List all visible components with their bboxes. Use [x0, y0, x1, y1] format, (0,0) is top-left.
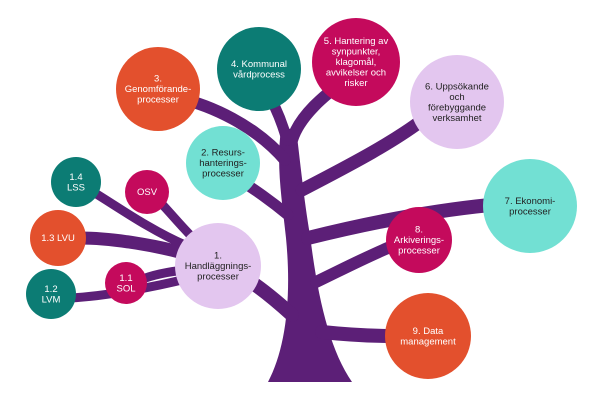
process-node-label: 3.Genomförande-processer — [125, 73, 192, 105]
process-node-label-line: processer — [398, 245, 440, 256]
process-node-circle — [385, 293, 471, 379]
process-node-label-line: risker — [344, 78, 367, 89]
branch-to-n9 — [315, 325, 402, 343]
process-node-label-line: 1.3 LVU — [41, 233, 75, 244]
process-node-label: 1.3 LVU — [41, 233, 75, 244]
process-node-label: OSV — [137, 187, 158, 198]
branch-to-n8 — [310, 239, 401, 288]
process-node-circle — [217, 27, 301, 111]
process-node-label-line: OSV — [137, 187, 158, 198]
process-node-circle — [386, 207, 452, 273]
process-node-label-line: hanterings- — [199, 158, 247, 169]
process-node-circle — [312, 18, 400, 106]
process-node-label-line: Arkiverings- — [394, 235, 444, 246]
process-node-label-line: processer — [509, 206, 551, 217]
process-node-label-line: management — [400, 336, 456, 347]
branch-to-n6 — [295, 111, 432, 197]
process-node-label-line: 5. Hantering av — [324, 36, 389, 47]
process-node-label: 1.Handläggnings-processer — [185, 250, 252, 282]
process-node-label-line: 7. Ekonomi- — [505, 195, 556, 206]
process-node-label-line: 2. Resurs- — [201, 147, 245, 158]
process-node-label-line: Genomförande- — [125, 84, 192, 95]
process-node-label-line: avvikelser och — [326, 67, 386, 78]
process-node-label-line: LVM — [42, 294, 61, 305]
process-node-label-line: processer — [202, 168, 244, 179]
process-node-n3[interactable]: 3.Genomförande-processer — [116, 47, 200, 131]
process-node-label-line: 8. — [415, 224, 423, 235]
process-node-label-line: 6. Uppsökande — [425, 81, 489, 92]
process-node-label-line: 4. Kommunal — [231, 58, 287, 69]
process-node-label: 8.Arkiverings-processer — [394, 224, 444, 256]
process-node-label-line: och — [449, 91, 464, 102]
process-node-label-line: klagomål, — [336, 57, 377, 68]
process-node-circle — [116, 47, 200, 131]
process-node-label-line: verksamhet — [432, 112, 481, 123]
process-node-circle — [30, 210, 86, 266]
process-node-label-line: 9. Data — [413, 325, 444, 336]
process-node-label-line: LSS — [67, 182, 85, 193]
process-node-n1[interactable]: 1.Handläggnings-processer — [175, 223, 261, 309]
branch-to-n14 — [85, 185, 190, 250]
process-node-label-line: synpunkter, — [332, 46, 381, 57]
process-node-circle — [51, 157, 101, 207]
process-node-label-line: 1. — [214, 250, 222, 261]
process-node-n8[interactable]: 8.Arkiverings-processer — [386, 207, 452, 273]
process-node-label-line: processer — [137, 94, 179, 105]
process-node-label-line: SOL — [116, 283, 135, 294]
process-node-label-line: Handläggnings- — [185, 261, 252, 272]
process-node-circle — [26, 269, 76, 319]
process-node-circle — [483, 159, 577, 253]
process-node-circle — [105, 262, 147, 304]
process-node-circle — [410, 55, 504, 149]
process-node-n7[interactable]: 7. Ekonomi-processer — [483, 159, 577, 253]
process-node-circle — [125, 170, 169, 214]
process-node-label: 2. Resurs-hanterings-processer — [199, 147, 247, 179]
process-node-label-line: 1.1 — [119, 272, 132, 283]
process-node-label-line: 1.4 — [69, 171, 82, 182]
process-node-circle — [175, 223, 261, 309]
process-node-label-line: vårdprocess — [233, 69, 285, 80]
process-node-circle — [186, 126, 260, 200]
process-node-label-line: 1.2 — [44, 283, 57, 294]
process-node-n2[interactable]: 2. Resurs-hanterings-processer — [186, 126, 260, 200]
process-node-nosv[interactable]: OSV — [125, 170, 169, 214]
process-node-label: 7. Ekonomi-processer — [505, 195, 556, 217]
process-node-label-line: förebyggande — [428, 102, 486, 113]
process-node-label-line: 3. — [154, 73, 162, 84]
process-node-n13[interactable]: 1.3 LVU — [30, 210, 86, 266]
process-node-label-line: processer — [197, 271, 239, 282]
